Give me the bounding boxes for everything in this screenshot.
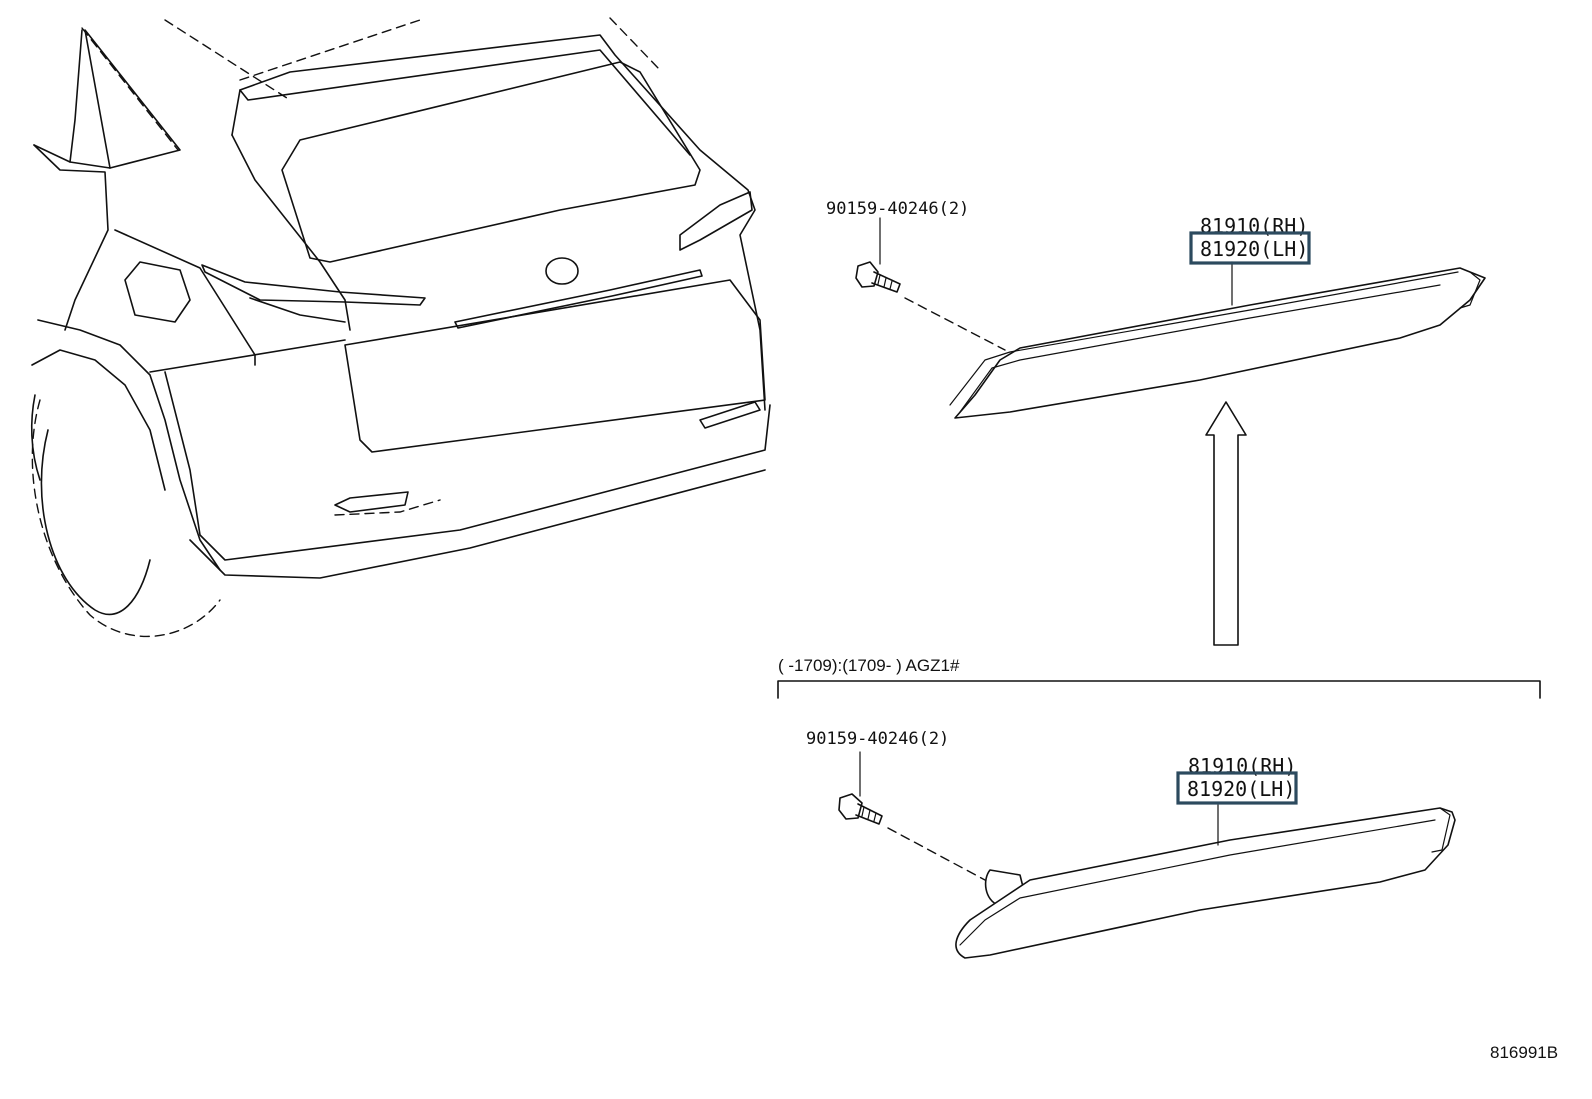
rear-bumper <box>149 339 771 561</box>
fuel-door <box>124 261 191 323</box>
rear-tire-inner <box>40 429 151 616</box>
bolt-head-upper <box>855 261 879 288</box>
lower-reflector-assembly: 90159-40246(2) 81910(RH) 81920(LH) <box>806 729 1456 959</box>
lower-part-lh-highlight <box>1176 771 1298 805</box>
lower-part-lh-label: 81920(LH) <box>1187 777 1295 801</box>
bumper-reflector-left-dash <box>334 499 441 516</box>
body-shoulder <box>114 229 256 366</box>
upper-reflector-end-tab <box>1459 271 1481 309</box>
license-plate-recess <box>344 279 766 453</box>
upper-reflector-assembly: 90159-40246(2) 81910(RH) 81920(LH) <box>826 199 1486 419</box>
rear-quarter-glass <box>84 29 181 169</box>
lower-reflector-end-tab <box>1431 807 1451 853</box>
upper-bolt-install-line <box>904 297 1006 351</box>
left-taillamp-inner <box>249 297 346 323</box>
bolt-thread-lower <box>861 806 877 822</box>
bracket-line <box>777 680 1541 699</box>
left-taillamp <box>201 264 426 306</box>
vehicle-rear-illustration <box>30 17 771 637</box>
liftgate-outline <box>231 34 766 411</box>
pillar-edge <box>69 29 83 163</box>
tire-sidewall <box>30 394 41 481</box>
lower-reflector-body <box>955 807 1456 959</box>
upper-bolt <box>855 261 901 293</box>
body-side-upper <box>33 144 109 331</box>
wheel-arch <box>37 319 221 571</box>
upper-reflector-lens-edge <box>949 271 1459 406</box>
bolt-thread-upper <box>877 274 893 290</box>
upper-tail-section <box>231 134 351 331</box>
upper-part-lh-highlight <box>1189 231 1311 265</box>
upper-reflector-lens-edge-inner <box>959 284 1441 413</box>
assembly-direction-arrow <box>1205 401 1247 646</box>
bolt-shank-upper <box>871 271 901 293</box>
rear-tire-outer <box>31 399 221 637</box>
wheel-arch-inner <box>31 349 166 491</box>
bolt-head-lower <box>838 793 863 820</box>
emblem <box>545 257 579 285</box>
lower-bolt-install-line <box>887 827 986 881</box>
bumper-reflector-left <box>334 491 409 513</box>
right-taillamp <box>679 191 753 251</box>
upper-part-lh-label: 81920(LH) <box>1200 237 1308 261</box>
upper-bolt-label: 90159-40246(2) <box>826 199 969 219</box>
applicability-bracket: ( -1709):(1709- ) AGZ1# <box>777 656 1541 699</box>
center-lamp-bar <box>454 269 703 329</box>
bumper-reflector-right <box>699 401 761 429</box>
roof-outline <box>81 17 661 151</box>
lower-bolt <box>838 793 883 825</box>
rear-window <box>281 61 701 263</box>
applicability-label: ( -1709):(1709- ) AGZ1# <box>778 656 960 675</box>
lower-reflector-lens-edge <box>959 819 1436 946</box>
diagram-code: 816991B <box>1490 1043 1558 1062</box>
lower-bolt-label: 90159-40246(2) <box>806 729 949 749</box>
liftgate-inner-edge <box>239 49 691 156</box>
upper-reflector-body <box>954 267 1486 419</box>
bumper-lower-edge <box>189 469 766 579</box>
